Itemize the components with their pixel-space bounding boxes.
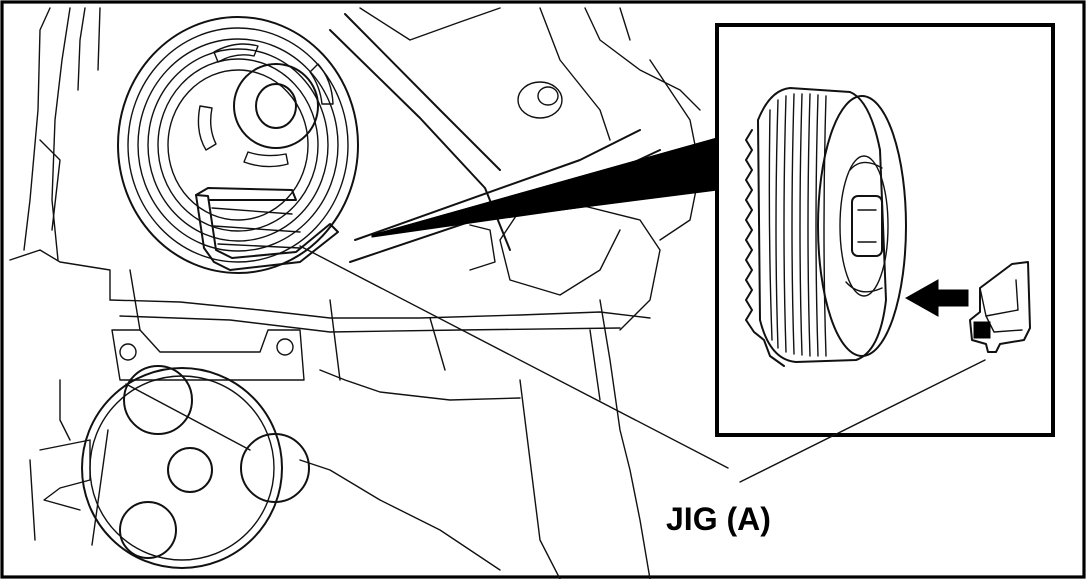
inset-pulley xyxy=(745,87,907,367)
leader-line-detail-jig xyxy=(739,359,986,483)
drive-belt xyxy=(329,13,661,263)
detail-inset-frame xyxy=(715,23,1055,437)
engine-line-art xyxy=(9,7,701,579)
crank-pulley xyxy=(117,16,359,274)
callout: JIG (A) xyxy=(299,245,986,537)
leader-line-pulley-jig xyxy=(299,245,729,469)
jig-on-pulley xyxy=(195,187,339,271)
compressor-pulley xyxy=(81,365,310,569)
jig-a-detail xyxy=(969,261,1031,353)
jig-a-label: JIG (A) xyxy=(666,501,771,537)
detail-inset xyxy=(715,23,1055,437)
insert-direction-arrow xyxy=(904,279,969,317)
